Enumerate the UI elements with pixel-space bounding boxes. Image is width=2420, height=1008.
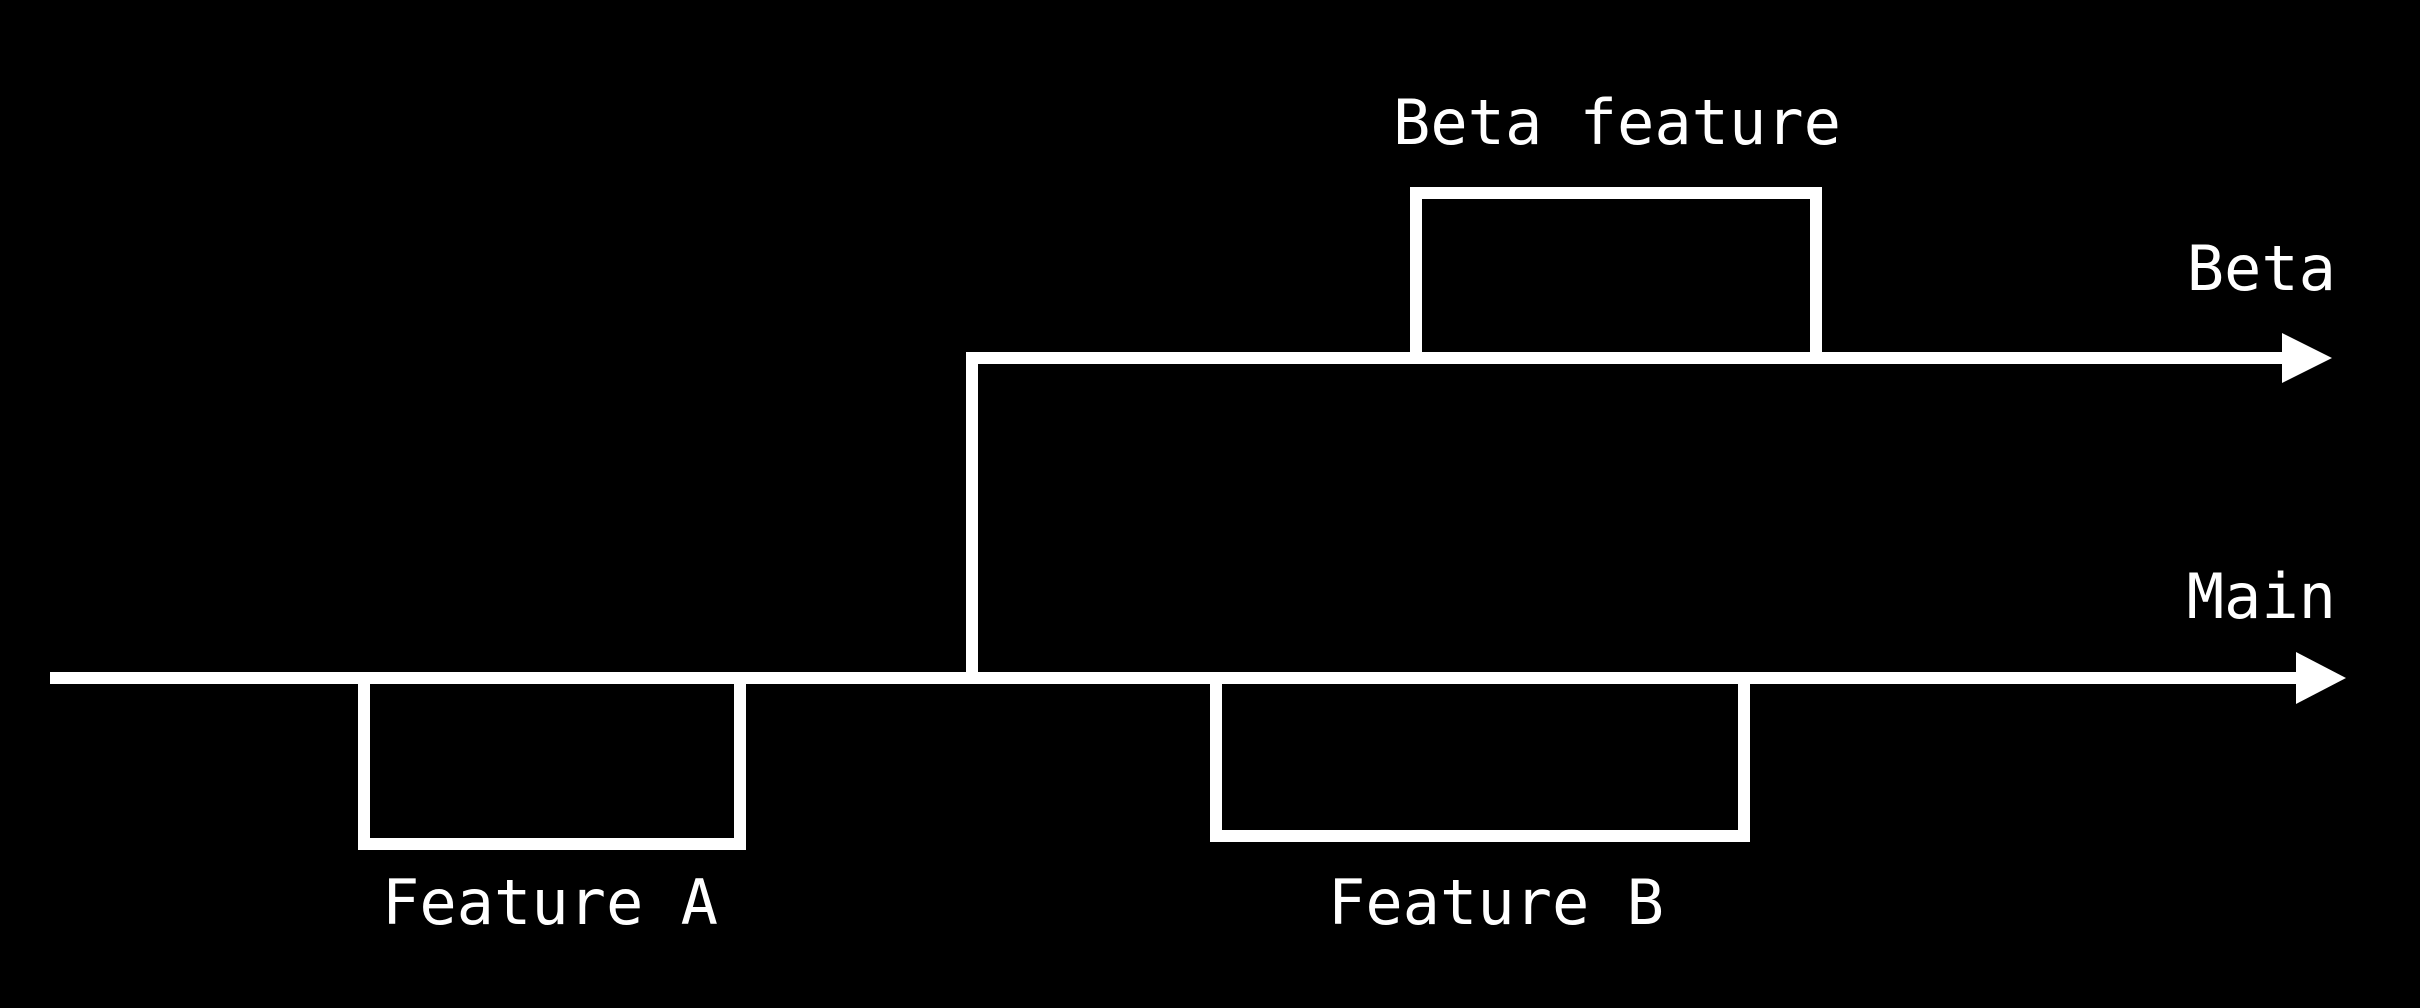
feature-a-branch	[358, 678, 746, 850]
feature-b-branch	[1210, 678, 1750, 842]
beta-feature-label: Beta feature	[1393, 86, 1841, 159]
main-branch-arrow-icon	[2296, 652, 2346, 704]
beta-branch-label: Beta	[2187, 232, 2336, 305]
beta-branch-arrow-icon	[2282, 333, 2332, 383]
beta-feature-branch	[1410, 187, 1822, 358]
feature-a-label: Feature A	[382, 866, 718, 939]
main-branch-label: Main	[2187, 560, 2336, 633]
feature-b-label: Feature B	[1328, 866, 1664, 939]
beta-branch-line	[966, 352, 2286, 678]
